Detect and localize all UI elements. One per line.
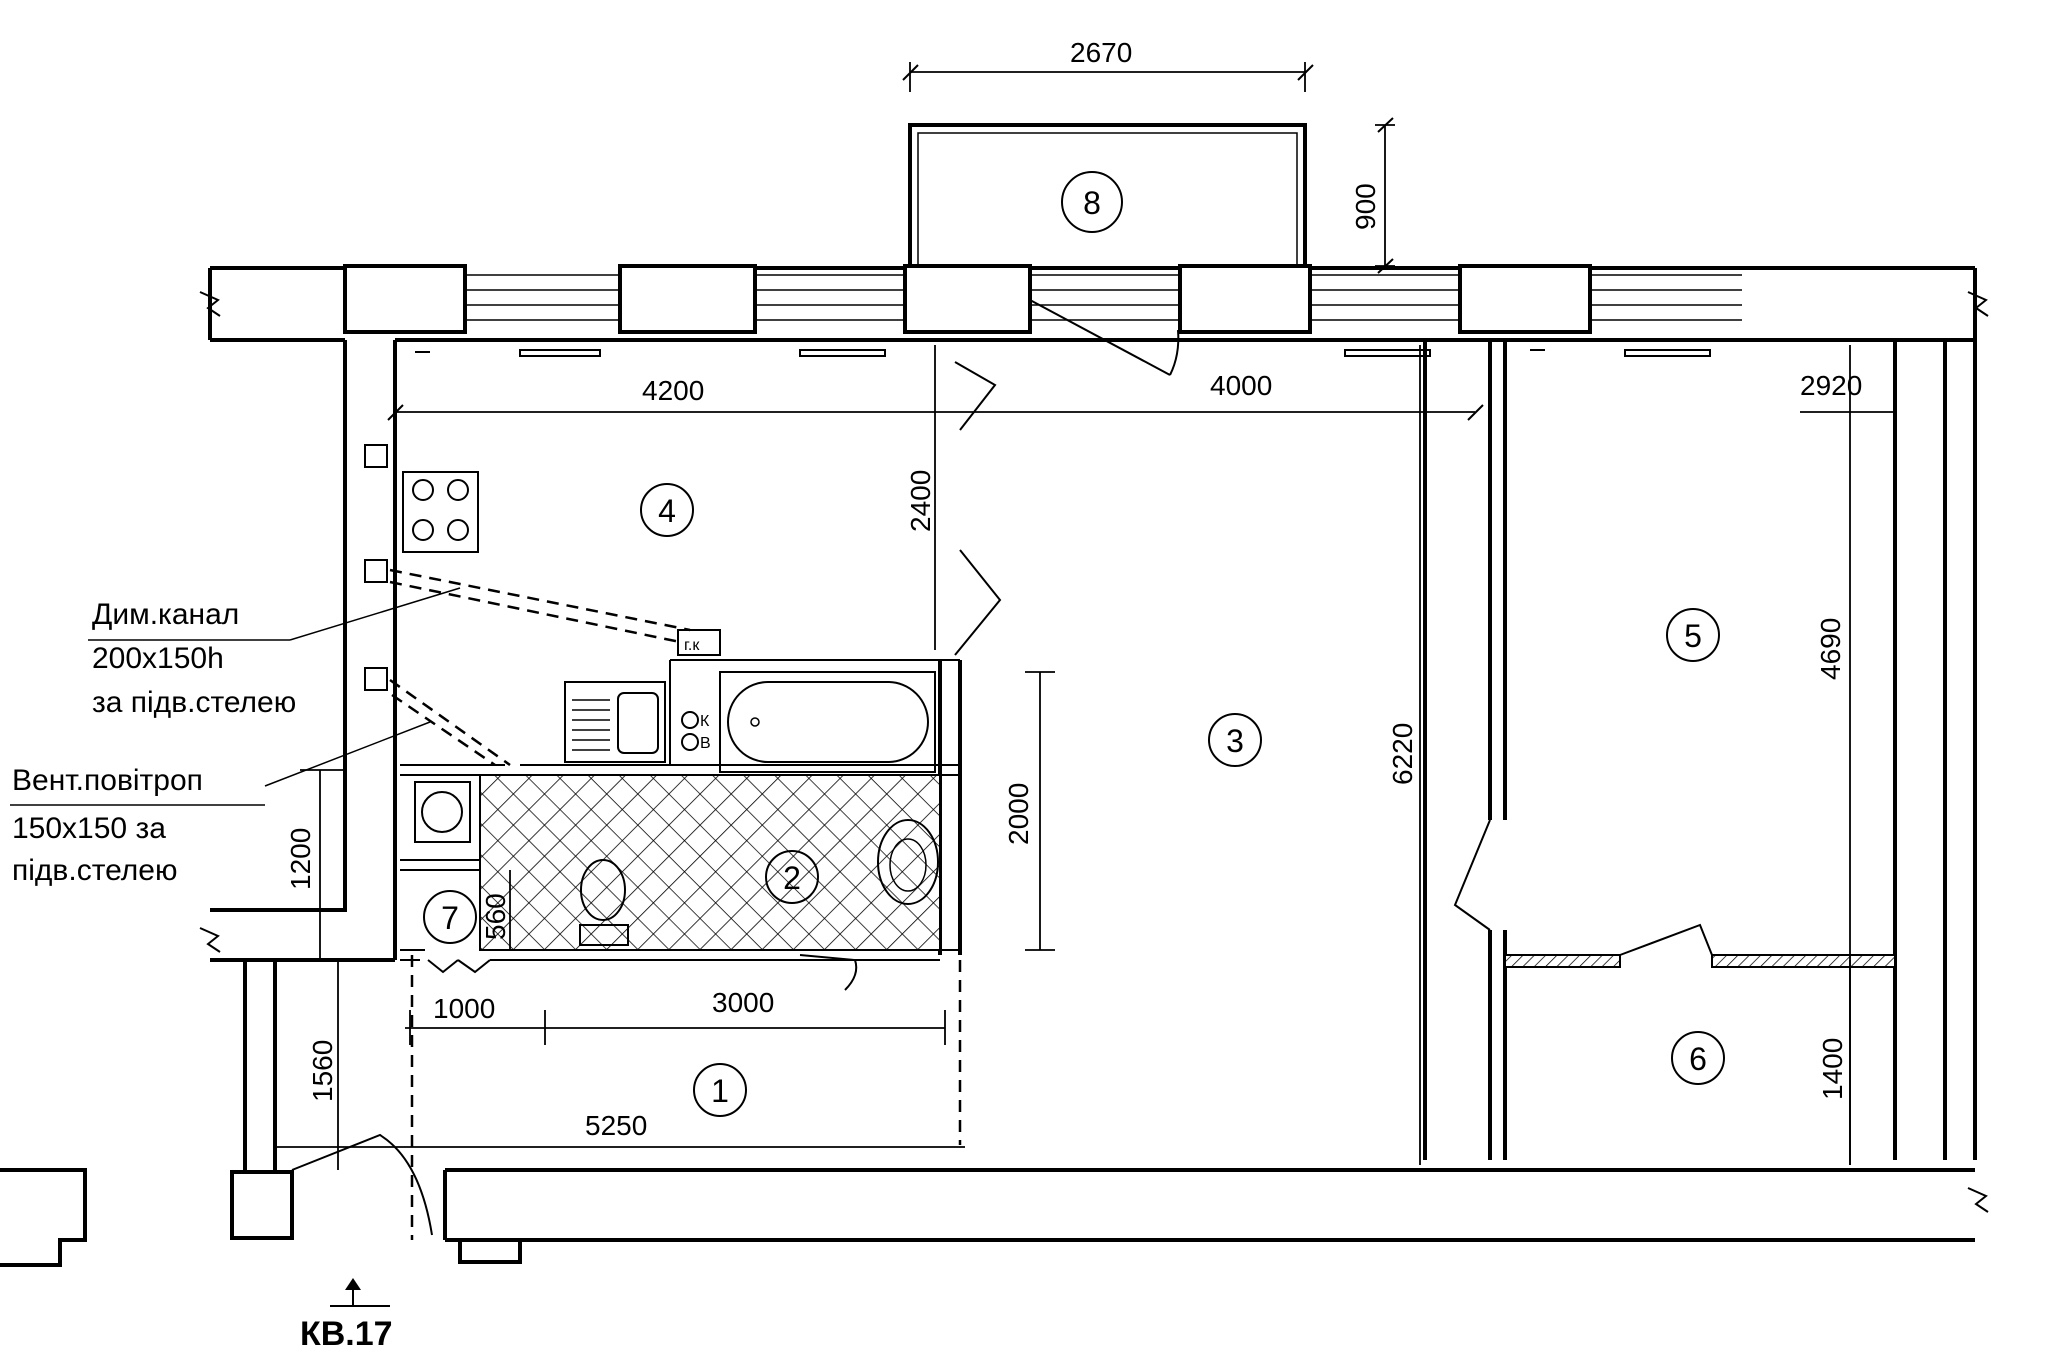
dimension-texts: 2670 900 4200 4000 2920 2400 6220 4690 2…: [285, 37, 1862, 1141]
apartment-label: КВ.17: [300, 1315, 393, 1353]
hot-water-label: В: [700, 735, 711, 752]
room-7-number: 7: [441, 900, 459, 936]
dim-hall-depth: 1560: [307, 1040, 338, 1102]
dimension-lines: [275, 62, 1895, 1170]
room-3-number: 3: [1226, 723, 1244, 759]
dim-bath-width: 3000: [712, 987, 774, 1018]
dim-kitchen-depth: 2400: [905, 470, 936, 532]
room-5-marker: 5: [1666, 608, 1720, 662]
boiler: г.к: [677, 629, 721, 656]
room-4-marker: 4: [640, 483, 694, 537]
room-1-number: 1: [711, 1073, 729, 1109]
exterior-walls: [0, 264, 1989, 1267]
vent-duct-line-2: 150x150 за: [12, 812, 166, 845]
room-3-marker: 3: [1208, 713, 1262, 767]
vent-duct-line-3: підв.стелею: [12, 854, 177, 887]
water-risers: К В: [681, 711, 711, 752]
dim-hall-width: 5250: [585, 1110, 647, 1141]
room-8-number: 8: [1083, 185, 1101, 221]
room-5-number: 5: [1684, 618, 1702, 654]
vent-grilles: [364, 444, 388, 691]
stove: [402, 471, 479, 553]
dim-balcony-depth: 900: [1350, 183, 1381, 230]
toilet: [579, 859, 629, 946]
room-7-marker: 7: [423, 890, 477, 944]
dim-bedroom-depth: 4690: [1815, 618, 1846, 680]
room-2-marker: 2: [765, 850, 819, 904]
room-2-number: 2: [783, 860, 801, 896]
dim-bedroom-width: 2920: [1800, 370, 1862, 401]
balcony: [908, 123, 1307, 266]
duct-routes: [264, 568, 691, 787]
dim-closet-width: 1000: [433, 993, 495, 1024]
room-1-marker: 1: [693, 1063, 747, 1117]
dim-bath-depth: 2000: [1003, 783, 1034, 845]
boiler-label: г.к: [684, 637, 700, 654]
room-4-number: 4: [658, 493, 676, 529]
room-8-marker: 8: [1061, 171, 1123, 233]
dim-wall-segment: 1200: [285, 828, 316, 890]
smoke-channel-line-3: за підв.стелею: [92, 686, 296, 719]
dim-living-width: 4000: [1210, 370, 1272, 401]
washing-machine: [414, 781, 471, 843]
room-6-number: 6: [1689, 1041, 1707, 1077]
room-6-marker: 6: [1671, 1031, 1725, 1085]
dim-storage-depth: 1400: [1817, 1038, 1848, 1100]
dim-living-depth: 6220: [1387, 723, 1418, 785]
sink: [564, 681, 666, 763]
bathroom-floor: [479, 774, 941, 951]
vent-duct-line-1: Вент.повітроп: [12, 764, 203, 797]
wash-basin: [877, 819, 939, 905]
smoke-channel-line-2: 200x150h: [92, 642, 224, 675]
dim-balcony-width: 2670: [1070, 37, 1132, 68]
cold-water-label: К: [700, 713, 710, 730]
bathtub: [719, 671, 936, 773]
apartment-entrance: КВ.17: [300, 1278, 393, 1353]
interior-walls: [291, 299, 1896, 1240]
smoke-channel-note: Дим.канал 200x150h за підв.стелею: [88, 598, 296, 719]
dim-closet-depth: 560: [480, 893, 511, 940]
dim-kitchen-width: 4200: [642, 375, 704, 406]
arrow-up-icon: [345, 1278, 361, 1290]
smoke-channel-line-1: Дим.канал: [92, 598, 239, 631]
room-numbers: 1 2 3 4 5 6 7 8: [423, 171, 1725, 1117]
vent-duct-note: Вент.повітроп 150x150 за підв.стелею: [10, 764, 265, 887]
